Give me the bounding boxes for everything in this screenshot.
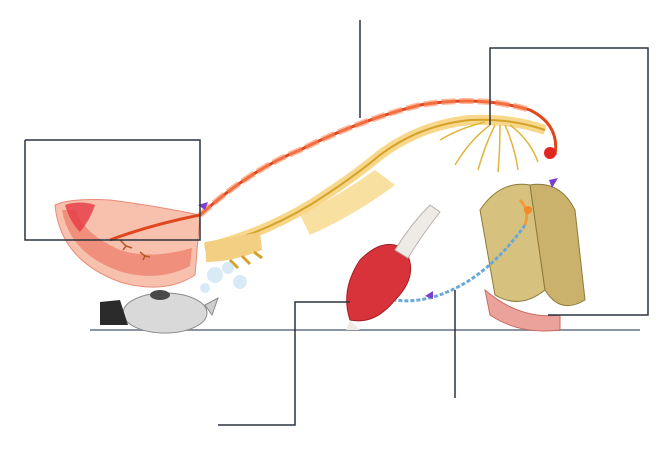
skin-section bbox=[55, 200, 200, 288]
nerve-fan bbox=[440, 122, 538, 172]
steam bbox=[200, 262, 247, 293]
muscle-effector bbox=[346, 205, 440, 330]
sensory-ganglion bbox=[544, 147, 556, 159]
kettle-icon bbox=[100, 290, 218, 333]
effector-callout-line bbox=[218, 302, 350, 425]
